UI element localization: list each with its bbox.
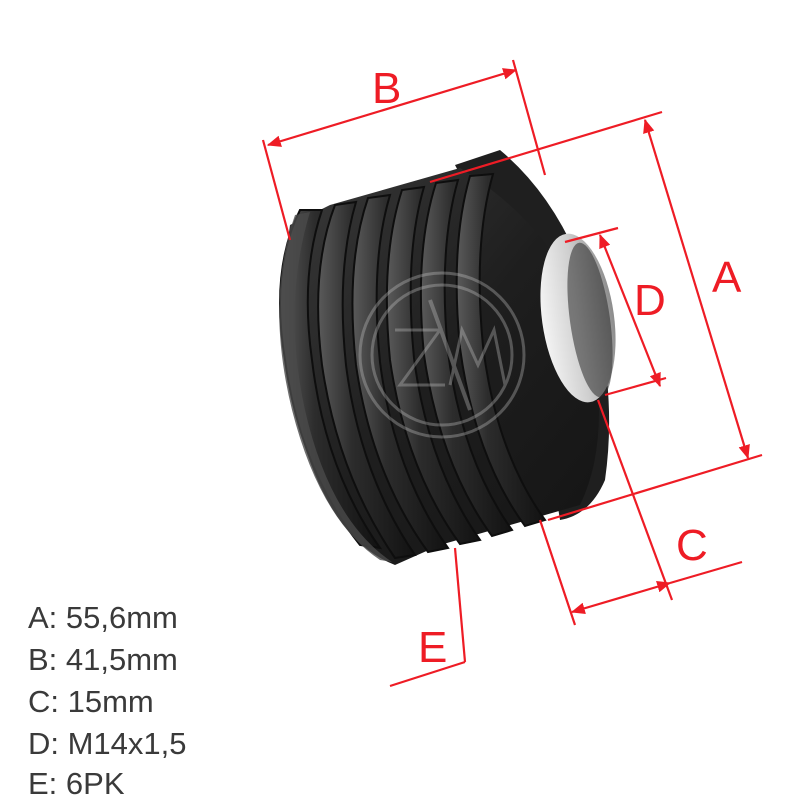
dim-c-extension-right: [596, 399, 674, 601]
spec-b: B: 41,5mm: [28, 642, 178, 677]
dim-b-arrow: [266, 68, 518, 147]
dim-a-extension-bottom: [547, 453, 763, 522]
pulley-ribs: [279, 172, 547, 560]
dim-e-leader-vertical: [453, 547, 467, 663]
dim-c-arrow: [570, 581, 672, 614]
front-face-rim: [279, 212, 392, 562]
dim-c-extension-left: [538, 519, 577, 626]
dim-d-extension-top: [564, 226, 619, 244]
dim-a-extension-top: [429, 110, 663, 184]
watermark-logo: [358, 271, 526, 439]
spec-c: C: 15mm: [28, 684, 154, 719]
dimension-lines: [261, 59, 763, 688]
dim-label-c: C: [676, 521, 708, 570]
dim-d-arrow: [598, 233, 662, 388]
dim-b-extension-right: [511, 59, 547, 176]
dim-label-b: B: [372, 64, 401, 113]
dim-e-leader-horizontal: [389, 660, 466, 688]
spec-a: A: 55,6mm: [28, 600, 178, 635]
spec-e: E: 6PK: [28, 766, 125, 801]
dim-a-arrow: [643, 118, 750, 460]
dim-label-d: D: [634, 276, 666, 325]
pulley-illustration: [279, 150, 616, 565]
dim-b-extension-left: [261, 139, 292, 241]
dim-label-e: E: [418, 623, 447, 672]
spec-d: D: M14x1,5: [28, 726, 187, 761]
dim-c-leader: [669, 560, 743, 585]
dim-label-a: A: [712, 253, 742, 302]
